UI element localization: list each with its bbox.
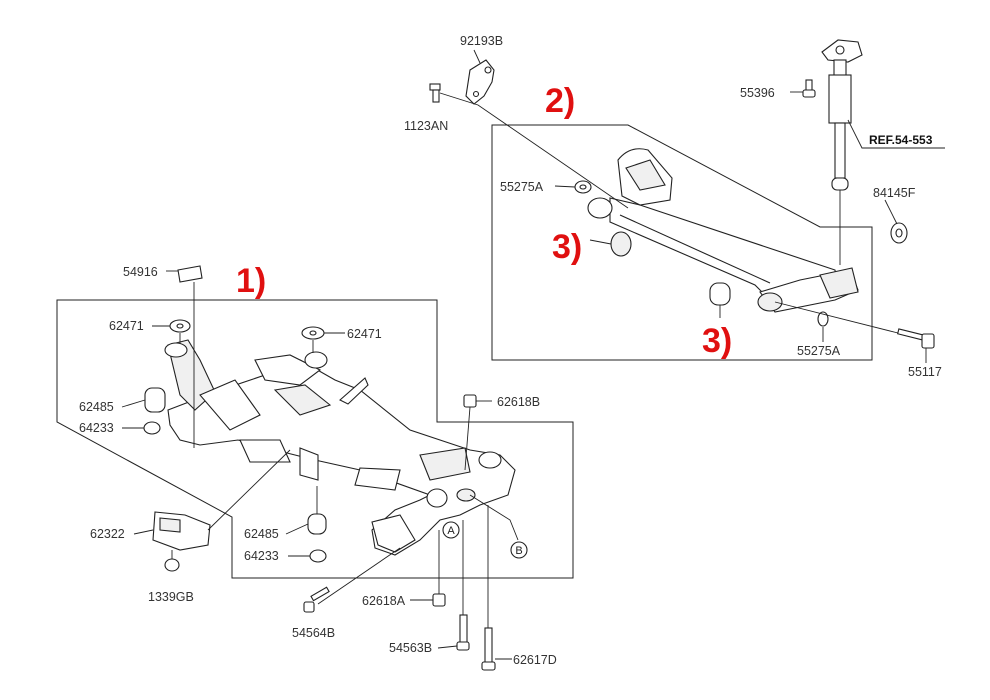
label-62617D: 62617D xyxy=(513,653,557,667)
label-62471-left: 62471 xyxy=(109,319,144,333)
subframe-mount-rear-right xyxy=(426,451,502,508)
marker-b: B xyxy=(515,545,522,557)
rear-bushing-lower xyxy=(709,282,783,312)
nut-64233-left xyxy=(143,421,161,435)
bolt-55117 xyxy=(774,301,935,349)
bracket-leader xyxy=(439,92,629,209)
label-55117: 55117 xyxy=(908,365,942,379)
subframe-mount-front-left xyxy=(164,342,328,369)
nut-62618A xyxy=(432,593,446,607)
bolt-54563B xyxy=(456,614,470,651)
washer-62471-left xyxy=(169,319,191,333)
rear-axle-group-frame xyxy=(491,124,873,361)
nut-1339GB xyxy=(164,558,180,572)
nut-62618B xyxy=(463,394,477,408)
callout-1: 1) xyxy=(236,262,266,300)
label-55275A-top: 55275A xyxy=(500,180,544,194)
label-54564B: 54564B xyxy=(292,626,335,640)
rear-torsion-beam xyxy=(609,148,859,313)
bracket-54916 xyxy=(177,265,203,283)
label-1339GB: 1339GB xyxy=(148,590,194,604)
bracket-62322 xyxy=(152,511,211,551)
nut-64233-mid xyxy=(309,549,327,563)
washer-62471-right xyxy=(301,326,325,340)
ref-leader xyxy=(847,119,945,149)
front-subframe-group-frame xyxy=(56,299,574,579)
rear-leaders xyxy=(473,49,927,363)
front-subframe xyxy=(167,339,516,556)
callout-2: 2) xyxy=(545,82,575,120)
bracket-92193B xyxy=(465,59,495,105)
label-55275A-bottom: 55275A xyxy=(797,344,841,358)
label-55396: 55396 xyxy=(740,86,775,100)
rear-shock-absorber xyxy=(821,39,863,265)
washer-55275A-bottom xyxy=(817,311,829,327)
washer-84145F xyxy=(890,222,908,244)
label-62485-mid: 62485 xyxy=(244,527,279,541)
marker-b-circle xyxy=(510,541,528,559)
label-54916: 54916 xyxy=(123,265,158,279)
washer-55275A-top xyxy=(574,180,592,194)
label-64233-left: 64233 xyxy=(79,421,114,435)
label-92193B: 92193B xyxy=(460,34,503,48)
callout-3-lower: 3) xyxy=(702,322,732,360)
front-leaders xyxy=(121,270,519,660)
label-1123AN: 1123AN xyxy=(404,119,448,133)
label-62322: 62322 xyxy=(90,527,125,541)
label-62471-right: 62471 xyxy=(347,327,382,341)
rear-bushing-upper xyxy=(587,197,632,257)
label-64233-mid: 64233 xyxy=(244,549,279,563)
label-54563B: 54563B xyxy=(389,641,432,655)
label-84145F: 84145F xyxy=(873,186,916,200)
label-62485-left: 62485 xyxy=(79,400,114,414)
bolt-62617D xyxy=(481,627,496,671)
marker-a: A xyxy=(447,525,455,537)
bolt-55396 xyxy=(802,79,816,98)
marker-a-circle xyxy=(442,521,460,539)
bushing-62485-mid xyxy=(307,513,327,535)
callout-3-upper: 3) xyxy=(552,228,582,266)
label-ref: REF.54-553 xyxy=(869,133,933,147)
bushing-62485-left xyxy=(144,387,166,413)
label-62618B: 62618B xyxy=(497,395,540,409)
bolt-54564B xyxy=(303,586,330,613)
label-62618A: 62618A xyxy=(362,594,406,608)
bolt-1123AN xyxy=(429,83,441,103)
